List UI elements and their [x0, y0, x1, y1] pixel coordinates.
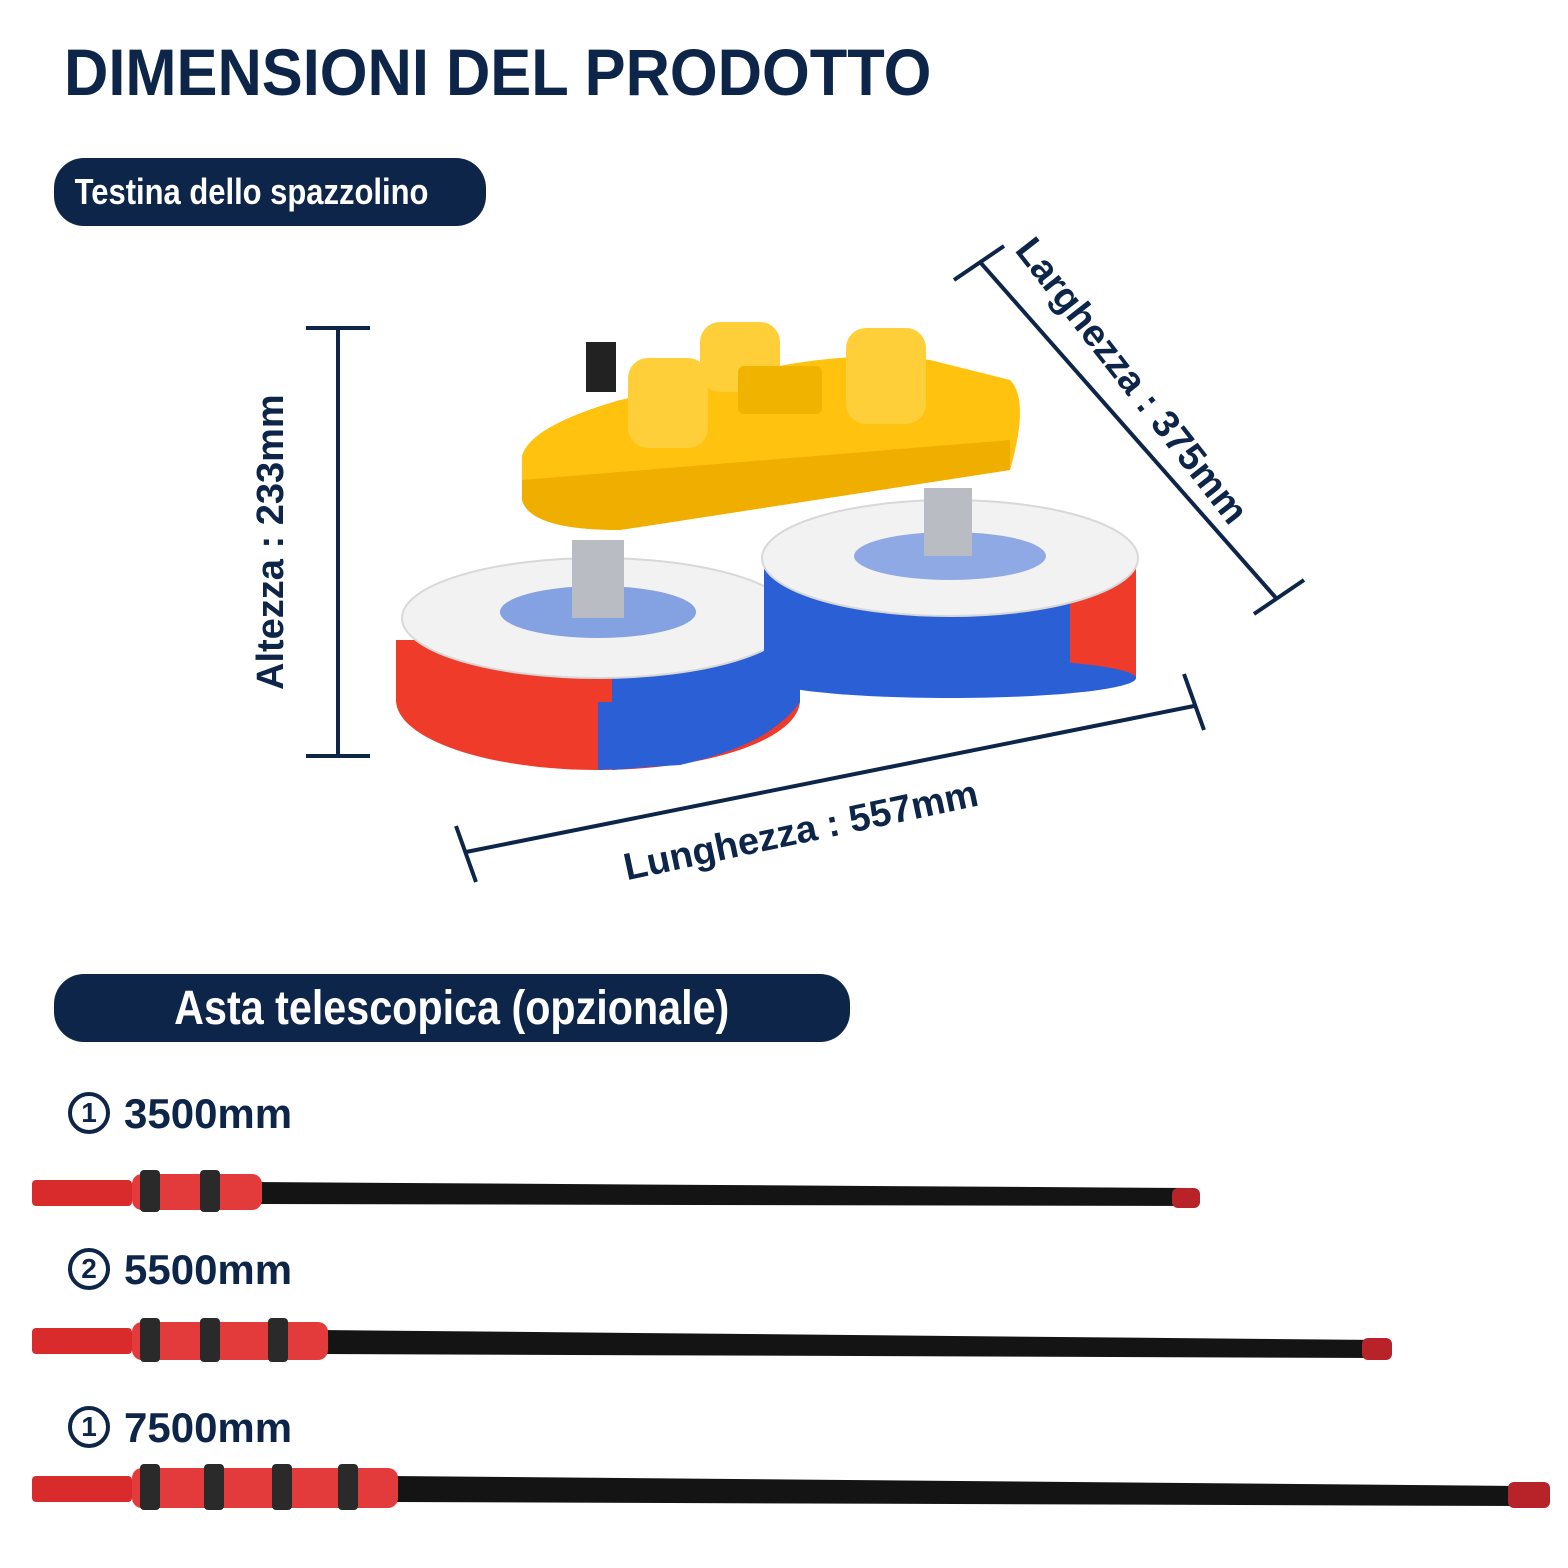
brush-head-section-label: Testina dello spazzolino	[54, 158, 486, 226]
yellow-housing	[522, 322, 1020, 530]
pole-3500-image	[32, 1170, 1200, 1212]
width-dimension-line	[952, 244, 1306, 616]
pole-7500-image	[32, 1464, 1550, 1510]
pole-5500-image	[32, 1318, 1392, 1362]
height-dimension-label: Altezza : 233mm	[250, 394, 292, 690]
left-brush	[396, 540, 800, 770]
pole-section-text: Asta telescopica (opzionale)	[174, 981, 730, 1035]
right-brush	[761, 488, 1139, 698]
length-dimension-line	[454, 673, 1206, 883]
pole-option-1-length: 3500mm	[124, 1090, 293, 1137]
pole-option-1-label: 1 3500mm	[68, 1090, 292, 1138]
pole-option-3-label: 1 7500mm	[68, 1404, 292, 1452]
pole-option-3-length: 7500mm	[124, 1404, 293, 1451]
pole-section-label: Asta telescopica (opzionale)	[54, 974, 850, 1042]
pole-option-2-label: 2 5500mm	[68, 1246, 292, 1294]
brush-head-illustration	[306, 244, 1306, 883]
pole-option-1-marker: 1	[68, 1091, 110, 1134]
brush-head-section-text: Testina dello spazzolino	[74, 171, 429, 212]
height-dimension-line	[306, 326, 370, 758]
pole-option-2-length: 5500mm	[124, 1246, 293, 1293]
page-title: DIMENSIONI DEL PRODOTTO	[64, 35, 932, 109]
pole-option-3-marker: 1	[68, 1405, 110, 1448]
pole-option-2-marker: 2	[68, 1247, 110, 1290]
